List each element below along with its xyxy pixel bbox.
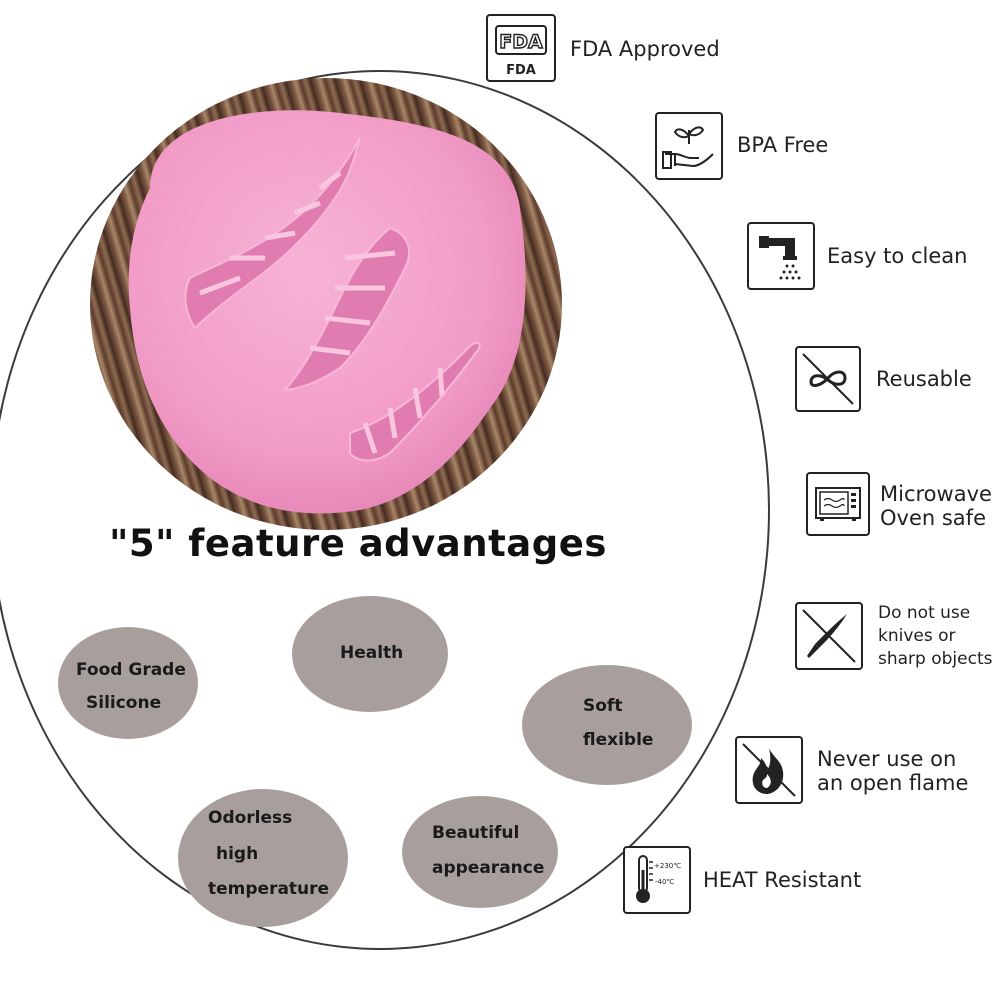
feature-label-knives-3: sharp objects: [878, 649, 993, 669]
feature-label-heat: HEAT Resistant: [703, 868, 862, 892]
thermometer-icon: +230℃ -40℃: [623, 846, 691, 914]
temp-min-text: -40℃: [655, 878, 674, 886]
faucet-icon: [747, 222, 815, 290]
advantage-bubble-food-grade: Food Grade Silicone: [58, 627, 198, 739]
bpa-free-icon: [655, 112, 723, 180]
feature-label-knives-2: knives or: [878, 626, 956, 646]
feature-label-flame-2: an open flame: [817, 771, 969, 795]
advantage-bubble-beautiful: Beautiful appearance: [402, 796, 558, 908]
feature-label-knives-1: Do not use: [878, 603, 971, 623]
advantage-text: appearance: [432, 858, 545, 878]
feature-label-microwave-1: Microwave: [880, 482, 992, 506]
fda-caption-text: FDA: [506, 63, 536, 78]
feature-label-fda: FDA Approved: [570, 37, 720, 61]
advantage-text: Odorless: [208, 808, 293, 828]
feature-label-clean: Easy to clean: [827, 244, 968, 268]
no-knife-icon: [795, 602, 863, 670]
advantage-text: flexible: [583, 730, 654, 750]
advantage-text: temperature: [208, 879, 330, 899]
advantage-text: high: [216, 844, 259, 864]
headline-text: "5" feature advantages: [109, 522, 607, 565]
advantage-bubble-health: Health: [292, 596, 448, 712]
feature-label-flame-1: Never use on: [817, 747, 957, 771]
feature-label-bpa: BPA Free: [737, 133, 829, 157]
advantage-bubble-odorless: Odorless high temperature: [178, 789, 348, 927]
reusable-icon: [795, 346, 861, 412]
advantage-text: Food Grade: [76, 660, 186, 680]
unicorn-horn-cavity-2: [282, 226, 410, 392]
microwave-icon: [806, 472, 870, 536]
fda-icon: FDA FDA: [486, 14, 556, 82]
advantage-text: Soft: [583, 696, 623, 716]
advantage-bubble-soft-flexible: Soft flexible: [522, 665, 692, 785]
product-photo: [90, 78, 562, 530]
feature-label-reusable: Reusable: [876, 367, 972, 391]
unicorn-horn-cavity-1: [184, 137, 361, 330]
feature-label-microwave-2: Oven safe: [880, 506, 986, 530]
advantage-text: Beautiful: [432, 823, 520, 843]
flame-icon: [735, 736, 803, 804]
unicorn-horn-cavity-3: [349, 341, 481, 462]
temp-max-text: +230℃: [654, 862, 681, 870]
advantage-text: Silicone: [86, 693, 162, 713]
fda-logo-text: FDA: [499, 31, 543, 53]
advantage-text: Health: [340, 643, 404, 663]
product-frame-circle: [0, 70, 770, 950]
